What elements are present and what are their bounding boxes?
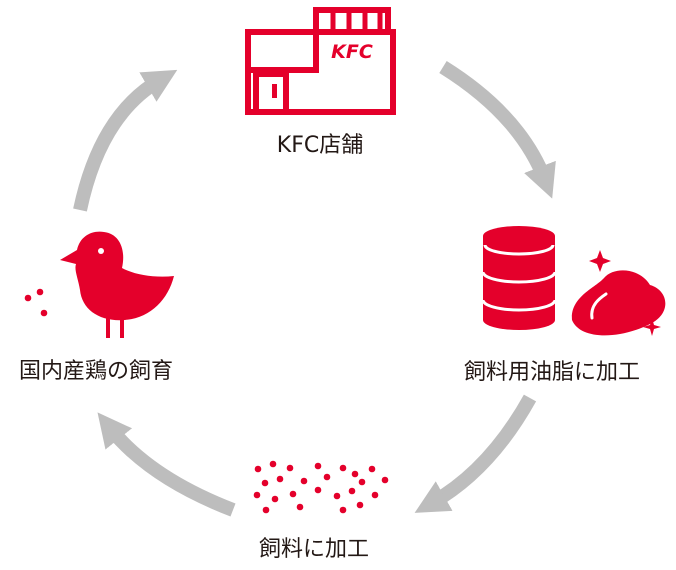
node-label-store: KFC店舗: [277, 133, 363, 158]
oil-drum-and-fat-icon: [481, 226, 666, 336]
node-label-oil: 飼料用油脂に加工: [464, 360, 640, 385]
node-label-chicken: 国内産鶏の飼育: [19, 359, 173, 384]
arrow-store-to-oil: [439, 61, 556, 199]
arrow-chicken-to-store: [73, 69, 178, 212]
chicken-icon: [24, 231, 174, 338]
feed-pellets-icon: [253, 460, 389, 514]
arrow-feed-to-chicken: [97, 412, 236, 517]
arrow-oil-to-feed: [414, 394, 537, 513]
kfc-store-icon: KFC: [245, 7, 396, 115]
cycle-arrows: [73, 61, 556, 517]
node-label-feed: 飼料に加工: [259, 537, 369, 562]
kfc-logo-text: KFC: [331, 41, 373, 63]
